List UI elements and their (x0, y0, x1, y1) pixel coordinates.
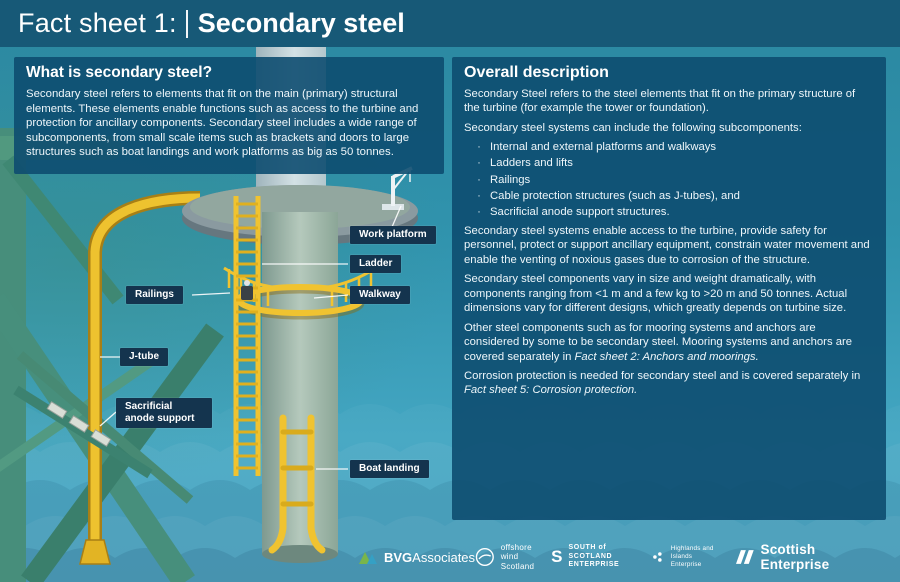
label-boat-landing: Boat landing (350, 460, 429, 478)
hie-logo-icon (653, 552, 662, 562)
bullet-text: Sacrificial anode support structures. (490, 205, 670, 218)
bvg-logo-icon (359, 551, 377, 564)
list-item: · Cable protection structures (such as J… (476, 189, 874, 203)
bvg-logo-text: BVGAssociates (384, 550, 475, 565)
label-work-platform: Work platform (350, 226, 436, 244)
paragraph-4: Secondary steel components vary in size … (464, 273, 848, 315)
list-item: · Internal and external platforms and wa… (476, 140, 874, 154)
bullet-marker: · (477, 173, 481, 186)
bvg-rest-text: Associates (412, 549, 476, 565)
footer-logos: BVGAssociates offshore wind Scotland S S… (358, 542, 886, 572)
bullet-text: Internal and external platforms and walk… (490, 141, 717, 154)
ows-line1: offshore wind (500, 542, 532, 562)
j-tube-illustration (79, 191, 201, 565)
logo-offshore-wind-scotland: offshore wind Scotland (475, 543, 551, 572)
boat-landing-illustration (268, 414, 326, 554)
what-is-secondary-steel-panel: What is secondary steel? Secondary steel… (14, 57, 444, 174)
page-title: Secondary steel (197, 8, 405, 38)
logo-bvg-associates: BVGAssociates (358, 550, 475, 565)
bullet-text: Cable protection structures (such as J-t… (490, 189, 740, 202)
logo-highlands-islands-enterprise: Highlands and Islands Enterprise (651, 545, 736, 569)
label-sacrificial-anode-support: Sacrificial anode support (116, 398, 212, 428)
fact-sheet-number: Fact sheet 1: (18, 8, 177, 38)
offshore-wind-scotland-icon (475, 547, 494, 567)
south-of-scotland-text: SOUTH of SCOTLAND ENTERPRISE (569, 544, 651, 569)
paragraph-3: Secondary steel systems enable access to… (464, 224, 870, 266)
bvg-bold-text: BVG (384, 549, 413, 565)
sos-line1: SOUTH of SCOTLAND (568, 544, 613, 560)
ows-line2: Scotland (500, 561, 535, 571)
paragraph-6-text: Corrosion protection is needed for secon… (464, 369, 861, 382)
list-item: · Sacrificial anode support structures. (476, 205, 874, 219)
anode-support-illustration (13, 385, 153, 479)
bullet-text: Ladders and lifts (490, 157, 573, 170)
paragraph-6: Corrosion protection is needed for secon… (464, 369, 874, 398)
sos-line2: ENTERPRISE (568, 561, 620, 569)
label-leader-lines (99, 205, 402, 470)
paragraph-5: Other steel components such as for moori… (464, 321, 874, 364)
paragraph-6-reference: Fact sheet 5: Corrosion protection. (464, 384, 638, 397)
scottish-enterprise-icon (735, 550, 754, 564)
paragraph-2: Secondary steel systems can include the … (464, 121, 802, 134)
technician-figure (241, 280, 253, 300)
left-panel-title: What is secondary steel? (26, 64, 213, 81)
subcomponents-list: · Internal and external platforms and wa… (466, 140, 874, 219)
foundation-column (262, 212, 338, 563)
hie-line2: Enterprise (670, 560, 702, 568)
paragraph-5-text: Other steel components such as for moori… (464, 321, 853, 363)
label-walkway: Walkway (350, 286, 410, 304)
list-item: · Railings (476, 173, 874, 187)
header-divider (185, 9, 188, 38)
label-j-tube: J-tube (120, 348, 168, 366)
hie-line1: Highlands and Islands (670, 545, 714, 561)
logo-scottish-enterprise: Scottish Enterprise (735, 542, 886, 572)
logo-south-of-scotland-enterprise: S SOUTH of SCOTLAND ENTERPRISE (551, 544, 651, 569)
bullet-marker: · (477, 141, 481, 154)
paragraph-1: Secondary Steel refers to the steel elem… (464, 88, 856, 115)
left-panel-body: Secondary steel refers to elements that … (26, 88, 419, 159)
scottish-enterprise-text: Scottish Enterprise (760, 542, 830, 572)
offshore-wind-scotland-text: offshore wind Scotland (501, 543, 551, 572)
bullet-text: Railings (490, 173, 531, 186)
label-ladder: Ladder (350, 255, 402, 273)
bullet-marker: · (477, 157, 481, 170)
paragraph-5-reference: Fact sheet 2: Anchors and moorings. (574, 350, 759, 363)
bullet-marker: · (477, 189, 481, 202)
right-panel-title: Overall description (464, 64, 609, 81)
hie-logo-text: Highlands and Islands Enterprise (671, 545, 736, 569)
label-railings: Railings (126, 286, 183, 304)
list-item: · Ladders and lifts (476, 156, 874, 170)
header-bar: Fact sheet 1: Secondary steel (0, 0, 900, 47)
bullet-marker: · (477, 205, 481, 218)
overall-description-panel: Overall description Secondary Steel refe… (452, 57, 886, 520)
south-of-scotland-mark: S (551, 547, 563, 567)
